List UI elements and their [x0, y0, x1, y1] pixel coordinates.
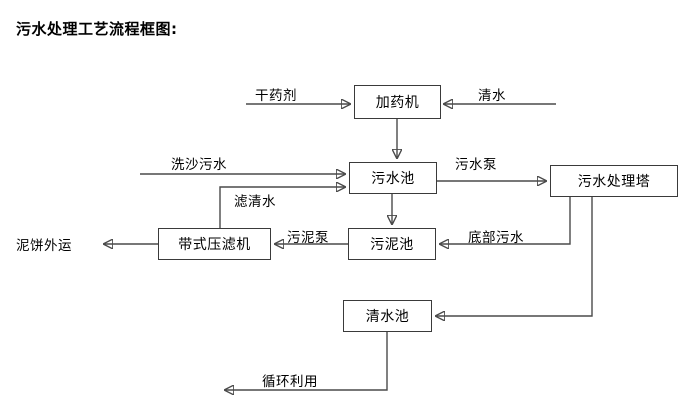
node-treatment-tower[interactable]: 污水处理塔: [550, 165, 678, 197]
edge-tower-to-clear-water-pool: [436, 196, 593, 316]
label-wastewater-pump: 污水泵: [455, 157, 497, 173]
page-title: 污水处理工艺流程框图:: [16, 20, 178, 38]
label-bottom-wastewater: 底部污水: [468, 230, 524, 246]
node-belt-filter-press[interactable]: 带式压滤机: [158, 228, 271, 260]
label-filtered-clear-water: 滤清水: [234, 194, 276, 210]
node-wastewater-pool[interactable]: 污水池: [349, 162, 437, 194]
label-mud-cake-out: 泥饼外运: [16, 238, 72, 254]
node-sludge-pool[interactable]: 污泥池: [348, 228, 436, 260]
label-dry-reagent: 干药剂: [255, 88, 297, 104]
label-clean-water-in: 清水: [478, 88, 506, 104]
node-clear-water-pool[interactable]: 清水池: [343, 300, 432, 332]
node-dosing-machine[interactable]: 加药机: [354, 85, 441, 119]
label-sludge-pump: 污泥泵: [287, 230, 329, 246]
label-sand-wash-wastewater: 洗沙污水: [171, 157, 227, 173]
label-recycle-use: 循环利用: [262, 374, 318, 390]
